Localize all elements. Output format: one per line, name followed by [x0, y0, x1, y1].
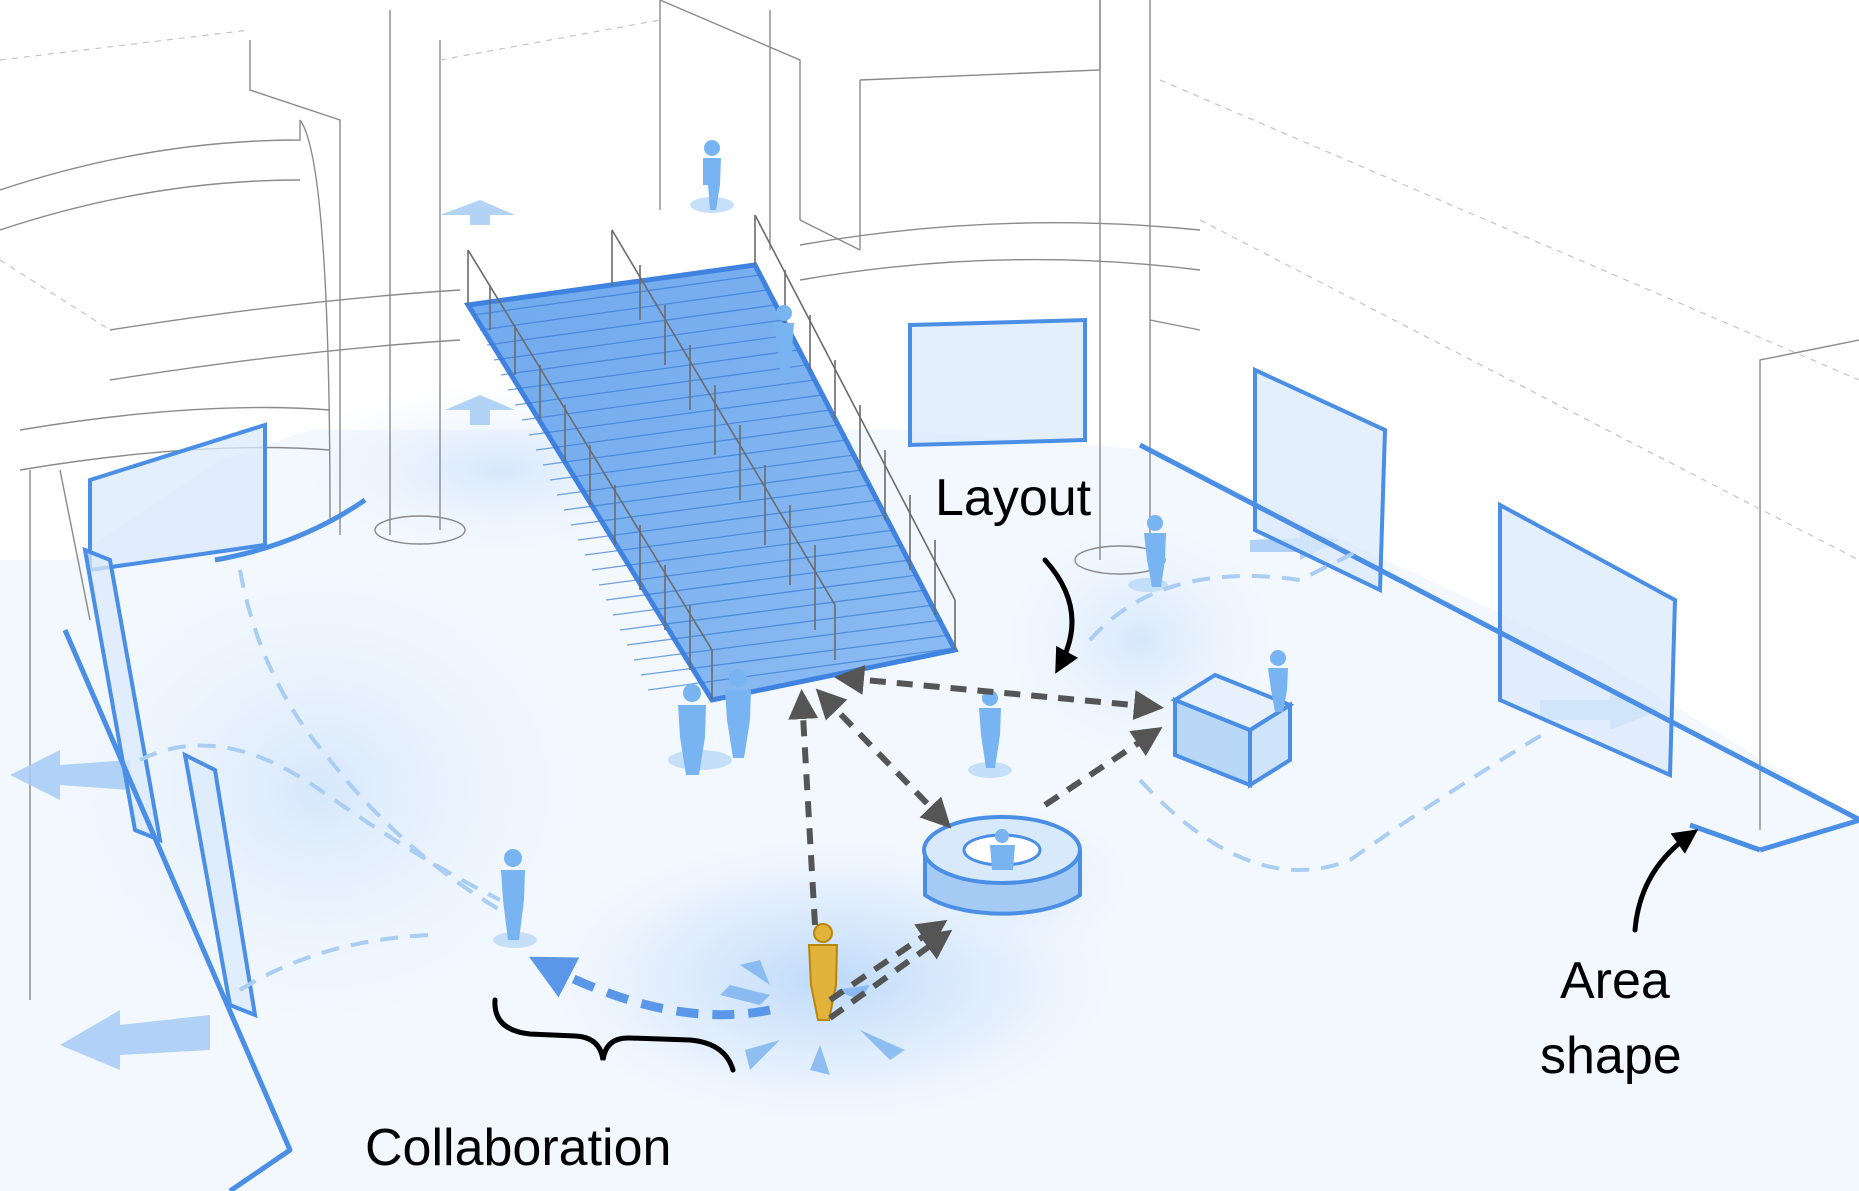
panel-left-back	[88, 422, 267, 573]
exit-arrow-left-lower	[60, 1010, 210, 1070]
person-icon	[703, 140, 721, 210]
floor-edge-back	[214, 497, 367, 563]
floor-edge	[62, 629, 293, 1191]
layout-label-arrow	[1042, 557, 1079, 674]
collaboration-brace	[492, 997, 736, 1073]
building-outline	[0, 0, 1859, 1000]
panel-right-1	[1253, 366, 1388, 594]
people	[501, 140, 1288, 1021]
person-icon	[678, 684, 706, 775]
path-left-arc	[139, 743, 501, 902]
exit-arrow-left-upper	[10, 750, 130, 800]
person-icon	[774, 305, 794, 380]
stair-steps	[472, 274, 956, 691]
person-icon	[1144, 515, 1166, 587]
round-kiosk	[922, 815, 1082, 916]
panel-left-2	[182, 751, 258, 1019]
exit-arrow-back-left	[440, 200, 515, 225]
floor-edge-right	[1138, 442, 1859, 853]
floor-edge-right-corner	[1689, 822, 1761, 853]
exit-arrow-mid-left	[445, 395, 515, 425]
staircase	[463, 214, 959, 703]
panel-left-1	[82, 546, 163, 844]
label-arrows	[492, 557, 1699, 1073]
person-icon	[725, 669, 751, 758]
highlighted-person-icon	[807, 923, 839, 1021]
path-right-lower	[1138, 728, 1552, 872]
layout-arrows	[788, 665, 1164, 1021]
collaboration-path	[529, 956, 771, 1020]
label-layout: Layout	[935, 469, 1092, 527]
label-collaboration: Collaboration	[365, 1119, 671, 1177]
stair-railings	[467, 214, 956, 700]
person-icon	[501, 849, 525, 940]
path-left-lower	[238, 933, 431, 992]
person-icon	[1268, 650, 1288, 712]
panel-center-back	[908, 317, 1087, 448]
label-area-shape-line2: shape	[1540, 1027, 1682, 1085]
walking-paths	[139, 548, 1552, 1020]
wall-panels	[82, 317, 1678, 1019]
box-bench	[1170, 672, 1295, 789]
label-area-shape-line1: Area	[1560, 952, 1670, 1010]
area-shape-label-arrow	[1632, 829, 1699, 933]
person-shadows	[493, 197, 1168, 948]
kiosk-person-icon	[990, 829, 1015, 870]
